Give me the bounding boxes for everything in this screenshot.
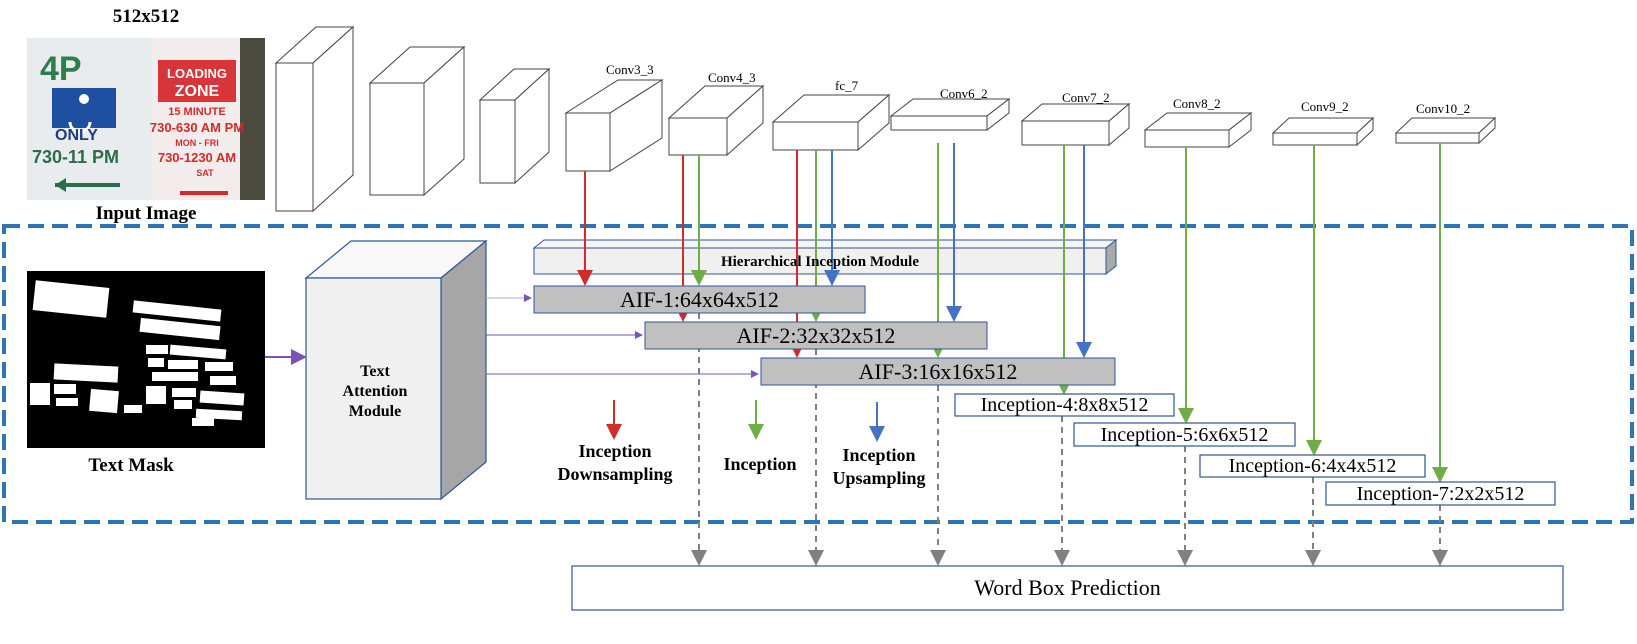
inception-4-box (954, 393, 1175, 417)
backbone-layer-conv4_3 (667, 84, 765, 157)
conv10-2-label: Conv10_2 (1416, 101, 1471, 116)
conv9-2-label: Conv9_2 (1301, 99, 1349, 114)
hierarchical-inception-module (532, 238, 1118, 276)
inception-5-label: Inception-5:6x6x512 (1100, 424, 1269, 446)
sign-4p-text: 4P (40, 50, 82, 88)
backbone-layers (274, 25, 1497, 213)
svg-text:730-630 AM PM: 730-630 AM PM (150, 120, 244, 135)
input-image: 4P ONLY 730-11 PM LOADING ZONE 15 MINUTE… (27, 38, 265, 200)
legend-upsampling-label: Inception Upsampling (832, 445, 926, 488)
aif-3-box (760, 357, 1116, 386)
input-image-caption: Input Image (95, 203, 197, 224)
backbone-layer-fc_7 (771, 93, 891, 152)
svg-text:15 MINUTE: 15 MINUTE (168, 106, 225, 118)
backbone-layer-conv8_2 (1143, 111, 1253, 149)
backbone-layer-l2 (368, 45, 466, 197)
conv8-2-label: Conv8_2 (1173, 96, 1221, 111)
legend-inception-label: Inception (723, 454, 797, 474)
backbone-layer-l1 (274, 25, 355, 213)
wheelchair-icon (79, 94, 89, 104)
backbone-layer-conv3_3 (564, 79, 664, 172)
backbone-layer-conv6_2 (889, 97, 1011, 132)
conv7-2-label: Conv7_2 (1062, 90, 1110, 105)
inception-7-box (1325, 481, 1556, 506)
module-region (2, 224, 1634, 524)
legend-downsampling-label: Inception Downsampling (557, 441, 673, 484)
text-mask-caption: Text Mask (88, 455, 174, 476)
svg-text:730-11 PM: 730-11 PM (32, 147, 119, 167)
svg-text:MON - FRI: MON - FRI (175, 138, 219, 148)
inception-6-box (1199, 454, 1426, 478)
hierarchical-inception-module-label: Hierarchical Inception Module (720, 254, 920, 270)
svg-text:SAT: SAT (196, 168, 214, 178)
inception-6-label: Inception-6:4x4x512 (1228, 455, 1397, 477)
conv4-3-label: Conv4_3 (708, 70, 756, 85)
connection-arrows (265, 143, 1448, 566)
text-mask-image (27, 271, 265, 448)
aif-2-label: AIF-2:32x32x512 (736, 323, 896, 348)
text-attention-module-label: Text Attention Module (342, 363, 408, 420)
text-attention-module (304, 239, 488, 501)
svg-text:ONLY: ONLY (55, 127, 98, 144)
inception-5-box (1073, 422, 1296, 447)
svg-text:730-1230 AM: 730-1230 AM (158, 150, 236, 165)
backbone-layer-conv9_2 (1271, 116, 1375, 147)
word-box-prediction-box (571, 565, 1564, 611)
inception-4-label: Inception-4:8x8x512 (980, 394, 1149, 416)
svg-text:ZONE: ZONE (175, 83, 220, 100)
backbone-layer-conv10_2 (1394, 116, 1497, 145)
aif-1-label: AIF-1:64x64x512 (620, 287, 779, 312)
aif-2-box (644, 321, 988, 350)
fc-7-label: fc_7 (835, 78, 859, 93)
aif-3-label: AIF-3:16x16x512 (858, 359, 1018, 384)
conv6-2-label: Conv6_2 (940, 86, 988, 101)
svg-text:LOADING: LOADING (167, 66, 227, 81)
conv3-3-label: Conv3_3 (606, 62, 654, 77)
backbone-layer-l3 (478, 67, 551, 185)
aif-1-box (533, 285, 866, 314)
inception-7-label: Inception-7:2x2x512 (1356, 483, 1525, 505)
backbone-layer-conv7_2 (1020, 102, 1131, 147)
word-box-prediction-label: Word Box Prediction (974, 575, 1161, 600)
input-size-label: 512x512 (112, 6, 180, 27)
